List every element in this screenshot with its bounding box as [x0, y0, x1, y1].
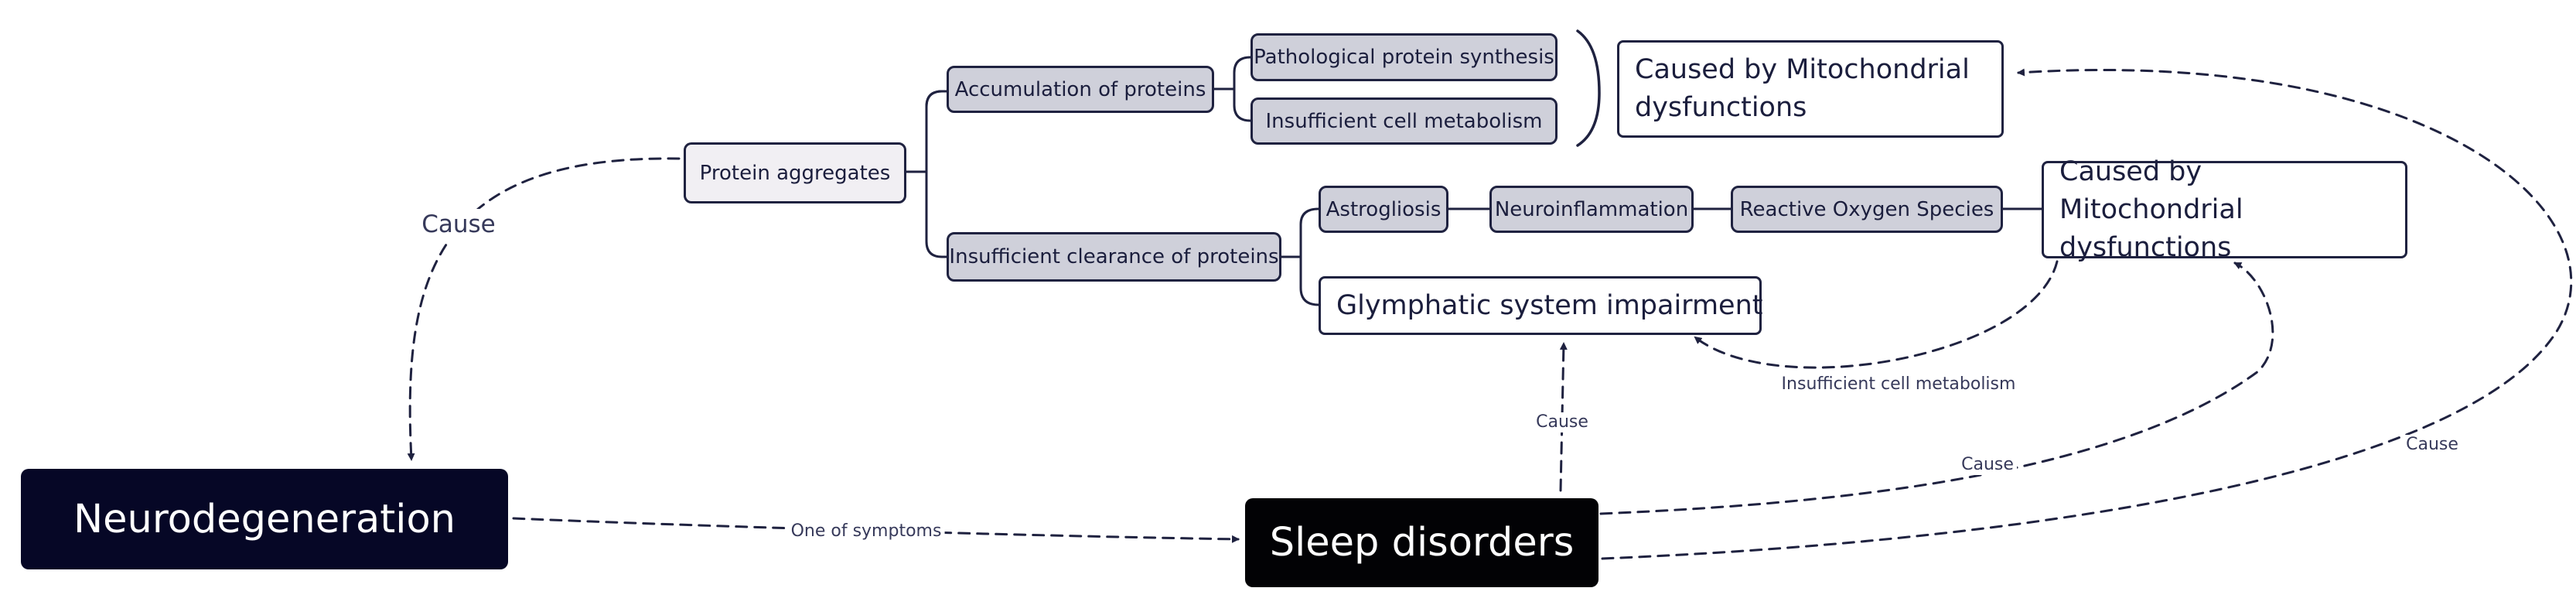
node-glymphatic-system-impairment[interactable]: Glymphatic system impairment — [1319, 276, 1763, 335]
tree-connector-accumulation-branches — [1233, 56, 1252, 122]
edge-label-insufficient-cell-metabolism: Insufficient cell metabolism — [1778, 374, 2019, 395]
node-insufficient-cell-metabolism[interactable]: Insufficient cell metabolism — [1250, 97, 1558, 145]
bracket — [1576, 29, 1601, 147]
tree-connector-root-branches — [925, 90, 943, 258]
node-reactive-oxygen-species[interactable]: Reactive Oxygen Species — [1731, 186, 2003, 233]
edge-aggregates-to-neurodegeneration — [407, 157, 681, 461]
edge-label-aggregates-cause: Cause — [417, 209, 500, 240]
node-astrogliosis[interactable]: Astrogliosis — [1319, 186, 1448, 233]
node-sleep-disorders[interactable]: Sleep disorders — [1245, 498, 1598, 587]
node-neurodegeneration[interactable]: Neurodegeneration — [21, 469, 508, 569]
edge-label-one-of-symptoms: One of symptoms — [787, 521, 945, 542]
edge-label-sleep-glymphatic-cause: Cause — [1533, 412, 1592, 432]
node-insufficient-clearance-of-proteins[interactable]: Insufficient clearance of proteins — [947, 232, 1281, 282]
edge-label-sleep-mito-top-cause: Cause — [2403, 435, 2462, 455]
node-neuroinflammation[interactable]: Neuroinflammation — [1489, 186, 1694, 233]
node-mito-dysfunction-mid[interactable]: Caused by Mitochondrial dysfunctions — [2042, 156, 2407, 263]
tree-connector-clearance-branches — [1299, 207, 1320, 306]
tree-connector-root-top — [925, 90, 950, 108]
edge-sleep-to-mito-mid — [1599, 261, 2274, 515]
node-accumulation-of-proteins[interactable]: Accumulation of proteins — [947, 66, 1214, 113]
edge-sleep-to-mito-top — [1601, 68, 2573, 560]
edge-label-sleep-mito-mid-cause: Cause — [1958, 455, 2017, 475]
node-protein-aggregates[interactable]: Protein aggregates — [684, 142, 906, 203]
node-pathological-protein-synthesis[interactable]: Pathological protein synthesis — [1250, 33, 1558, 81]
node-mito-dysfunction-top[interactable]: Caused by Mitochondrial dysfunctions — [1617, 40, 2004, 138]
edge-mito-to-glymphatic — [1694, 260, 2059, 369]
